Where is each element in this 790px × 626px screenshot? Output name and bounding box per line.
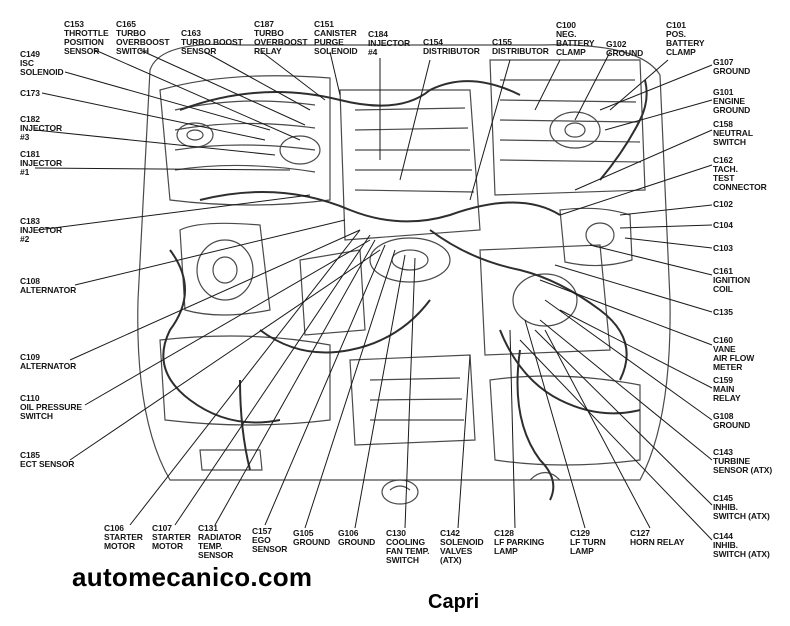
label-c128: C128 LF PARKING LAMP (494, 528, 545, 556)
label-c101: C101 POS. BATTERY CLAMP (666, 20, 705, 57)
label-c135: C135 (713, 307, 733, 317)
leader-lines (34, 49, 713, 541)
label-c145: C145 INHIB. SWITCH (ATX) (713, 493, 770, 521)
label-c154: C154 DISTRIBUTOR (423, 37, 480, 56)
label-c185: C185 ECT SENSOR (20, 450, 75, 469)
model-name: Capri (428, 591, 480, 613)
label-g108: G108 GROUND (713, 411, 751, 430)
label-c162: C162 TACH. TEST CONNECTOR (713, 155, 767, 192)
label-c161: C161 IGNITION COIL (713, 266, 750, 294)
label-c107: C107 STARTER MOTOR (152, 523, 191, 551)
label-c102: C102 (713, 199, 733, 209)
label-c104: C104 (713, 220, 733, 230)
label-c181: C181 INJECTOR #1 (20, 149, 63, 177)
label-c159: C159 MAIN RELAY (713, 375, 741, 403)
label-c173: C173 (20, 88, 40, 98)
label-c184: C184 INJECTOR #4 (368, 29, 411, 57)
label-c158: C158 NEUTRAL SWITCH (713, 119, 753, 147)
label-g107: G107 GROUND (713, 57, 751, 76)
label-c157: C157 EGO SENSOR (252, 526, 288, 554)
label-c165: C165 TURBO OVERBOOST SWITCH (116, 19, 170, 56)
label-c144: C144 INHIB. SWITCH (ATX) (713, 531, 770, 559)
label-c110: C110 OIL PRESSURE SWITCH (20, 393, 82, 421)
label-c163: C163 TURBO BOOST SENSOR (181, 28, 243, 56)
label-c160: C160 VANE AIR FLOW METER (713, 335, 755, 372)
label-c143: C143 TURBINE SENSOR (ATX) (713, 447, 773, 475)
label-c106: C106 STARTER MOTOR (104, 523, 143, 551)
label-c149: C149 ISC SOLENOID (20, 49, 64, 77)
label-c151: C151 CANISTER PURGE SOLENOID (314, 19, 358, 56)
label-c142: C142 SOLENOID VALVES (ATX) (440, 528, 484, 565)
label-c109: C109 ALTERNATOR (20, 352, 77, 371)
label-c108: C108 ALTERNATOR (20, 276, 77, 295)
label-c130: C130 COOLING FAN TEMP. SWITCH (386, 528, 430, 565)
label-g105: G105 GROUND (293, 528, 331, 547)
label-c153: C153 THROTTLE POSITION SENSOR (64, 19, 109, 56)
wiring-harness (162, 79, 648, 501)
label-c127: C127 HORN RELAY (630, 528, 685, 547)
label-c100: C100 NEG. BATTERY CLAMP (556, 20, 595, 57)
label-g102: G102 GROUND (606, 39, 644, 58)
label-c129: C129 LF TURN LAMP (570, 528, 606, 556)
label-c155: C155 DISTRIBUTOR (492, 37, 549, 56)
label-c183: C183 INJECTOR #2 (20, 216, 63, 244)
label-c103: C103 (713, 243, 733, 253)
label-g106: G106 GROUND (338, 528, 376, 547)
engine-bay-sketch (137, 43, 671, 505)
label-c182: C182 INJECTOR #3 (20, 114, 63, 142)
label-c187: C187 TURBO OVERBOOST RELAY (254, 19, 308, 56)
label-c131: C131 RADIATOR TEMP. SENSOR (198, 523, 242, 560)
label-g101: G101 ENGINE GROUND (713, 87, 751, 115)
watermark-text: automecanico.com (72, 562, 313, 592)
